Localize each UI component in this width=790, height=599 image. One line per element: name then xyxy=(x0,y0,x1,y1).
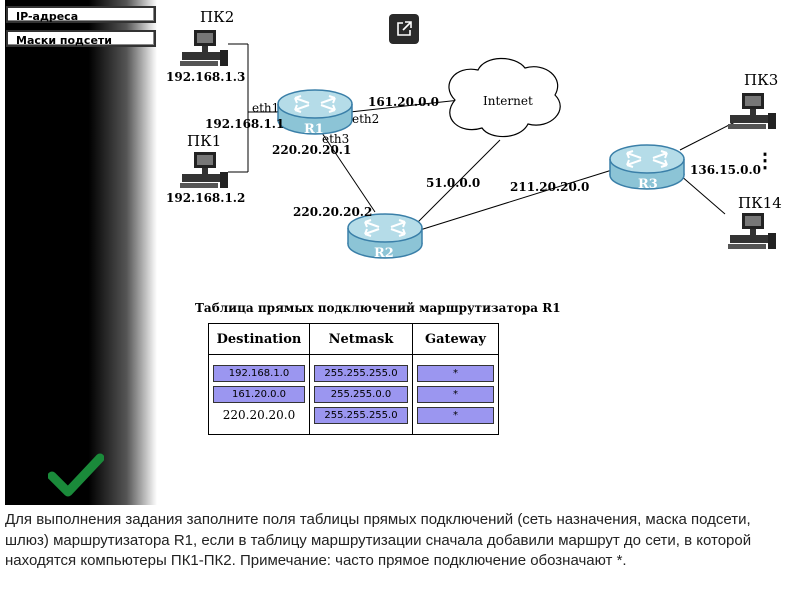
pc1-label: ПК1 xyxy=(187,132,222,150)
pc2-computer-icon xyxy=(180,30,228,66)
destination-value: 220.20.20.0 xyxy=(222,408,296,422)
header-destination: Destination xyxy=(208,323,310,355)
external-link-button[interactable] xyxy=(389,14,419,44)
pc14-label: ПК14 xyxy=(738,194,782,212)
table-row: 220.20.20.0 255.255.255.0 * xyxy=(208,405,499,435)
link-r1-r2 xyxy=(319,129,376,213)
routing-table: Destination Netmask Gateway 192.168.1.0 … xyxy=(208,323,499,435)
pc1-ip: 192.168.1.2 xyxy=(166,191,246,205)
net-51-label: 51.0.0.0 xyxy=(426,176,481,190)
pc14-computer-icon xyxy=(728,213,776,249)
gateway-input[interactable]: * xyxy=(417,365,494,382)
r3-label: R3 xyxy=(638,177,658,192)
destination-input[interactable]: 161.20.0.0 xyxy=(213,386,305,403)
link-r2-r3 xyxy=(419,169,613,231)
net-211-label: 211.20.20.0 xyxy=(510,180,590,194)
r2-label: R2 xyxy=(374,246,394,261)
external-link-icon xyxy=(397,21,412,36)
link-r2-internet xyxy=(417,139,501,223)
pc3-label: ПК3 xyxy=(744,71,779,89)
net-136-label: 136.15.0.0 xyxy=(690,163,761,177)
r1-lan-ip: 192.168.1.1 xyxy=(205,117,285,131)
checkmark-icon xyxy=(48,453,104,497)
cloud-icon xyxy=(448,57,561,138)
subnet-masks-button[interactable]: Маски подсети xyxy=(6,30,156,47)
link-r3-pc14 xyxy=(679,174,726,215)
net-161-label: 161.20.0.0 xyxy=(368,95,439,109)
left-panel xyxy=(5,0,157,505)
gateway-input[interactable]: * xyxy=(417,407,494,424)
net-220-2-label: 220.20.20.2 xyxy=(293,205,373,219)
link-r3-pc3 xyxy=(679,121,736,151)
internet-label: Internet xyxy=(483,94,533,108)
netmask-input[interactable]: 255.255.255.0 xyxy=(314,365,408,382)
gateway-input[interactable]: * xyxy=(417,386,494,403)
link-r1-internet xyxy=(349,99,461,113)
pc1-computer-icon xyxy=(180,152,228,188)
destination-input[interactable]: 192.168.1.0 xyxy=(213,365,305,382)
eth1-label: eth1 xyxy=(252,101,280,115)
netmask-input[interactable]: 255.255.255.0 xyxy=(314,407,408,424)
netmask-input[interactable]: 255.255.0.0 xyxy=(314,386,408,403)
network-diagram xyxy=(180,30,776,259)
pc2-label: ПК2 xyxy=(200,8,235,26)
task-stage: IP-адреса Маски подсети xyxy=(5,0,782,505)
pc2-ip: 192.168.1.3 xyxy=(166,70,246,84)
table-row: 192.168.1.0 255.255.255.0 * xyxy=(208,354,499,384)
header-gateway: Gateway xyxy=(412,323,499,355)
net-220-label: 220.20.20.1 xyxy=(272,143,352,157)
eth3-label: eth3 xyxy=(322,132,350,146)
task-description: Для выполнения задания заполните поля та… xyxy=(5,511,752,569)
r1-label: R1 xyxy=(304,122,324,137)
eth2-label: eth2 xyxy=(352,112,380,126)
header-netmask: Netmask xyxy=(309,323,413,355)
pc3-computer-icon xyxy=(728,93,776,129)
more-dots: ⋮ xyxy=(755,148,775,172)
table-title: Таблица прямых подключений маршрутизатор… xyxy=(195,301,561,315)
ip-addresses-button[interactable]: IP-адреса xyxy=(6,6,156,23)
table-row: 161.20.0.0 255.255.0.0 * xyxy=(208,384,499,405)
